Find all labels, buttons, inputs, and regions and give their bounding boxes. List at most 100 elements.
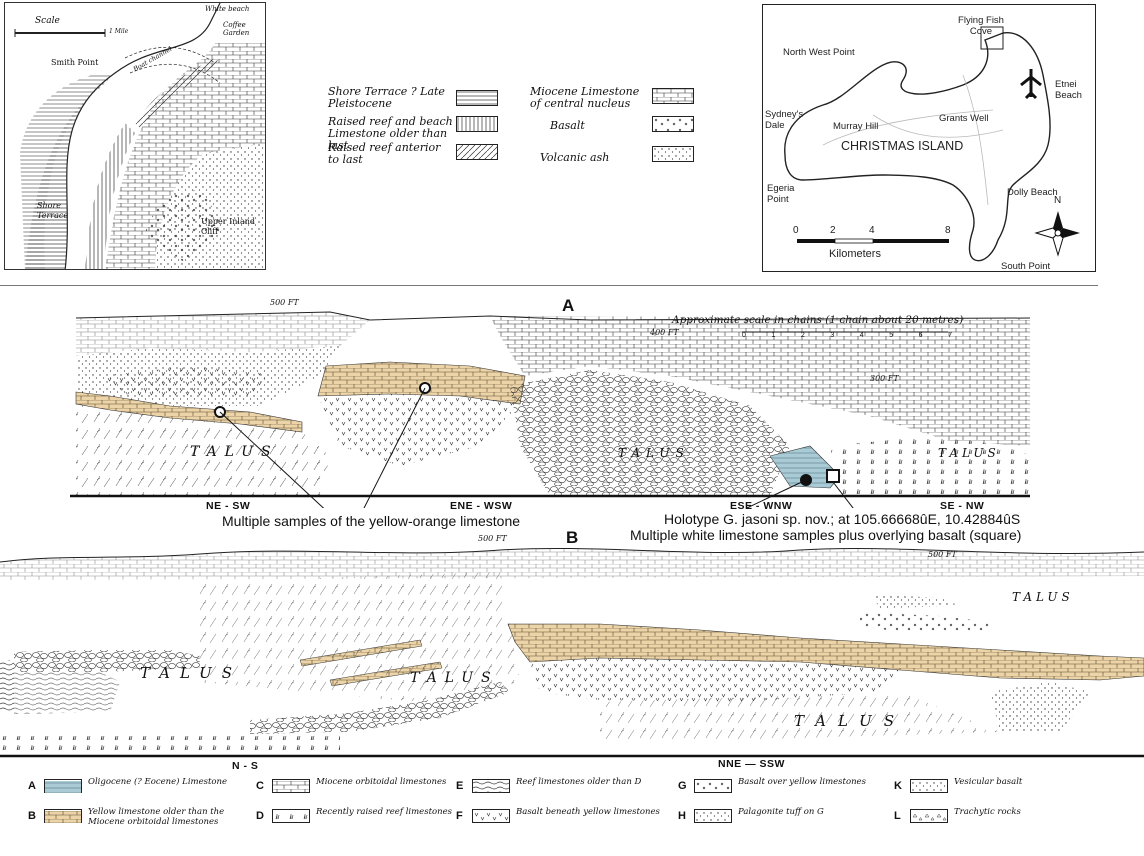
direction-label: NE - SW [206, 500, 251, 512]
height-300ft: 300 FT [870, 374, 899, 383]
talus-label: TALUS [1012, 590, 1074, 604]
legend-item-label: Shore Terrace ? Late Pleistocene [328, 85, 445, 110]
legend-swatch [44, 779, 82, 793]
legend-text: Recently raised reef limestones [316, 807, 452, 817]
legend-swatch [910, 809, 948, 823]
place-etnei-beach: Etnei Beach [1055, 79, 1082, 101]
legend-letter: G [678, 780, 687, 792]
talus-label: TALUS [938, 446, 1000, 460]
direction-label: ENE - WSW [450, 500, 513, 512]
legend-text: Oligocene (? Eocene) Limestone [88, 777, 228, 787]
section-b-label: B [566, 528, 579, 547]
scale-tick: 4 [859, 332, 864, 339]
legend-letter: B [28, 810, 36, 822]
legend-swatch-miocene [652, 88, 694, 104]
scale-tick: 1 [771, 332, 776, 339]
legend-item-label: Raised reef anterior to last [328, 141, 441, 166]
legend-entry-l: L Trachytic rocks [894, 807, 1104, 828]
island-outline [784, 26, 1080, 262]
legend-swatch [44, 809, 82, 823]
legend-letter: L [894, 810, 901, 822]
legend-entry-k: K Vesicular basalt [894, 777, 1104, 798]
map-left-coffee-garden: Coffee Garden [223, 21, 250, 37]
height-500ft: 500 FT [478, 534, 507, 543]
talus-label: TALUS [618, 446, 690, 460]
legend-text: Basalt beneath yellow limestones [516, 807, 660, 817]
scale-tick: 7 [948, 332, 952, 339]
map-left-upper-inland-cliff: Upper Inland Cliff [201, 217, 255, 236]
legend-entry-b: B Yellow limestone older than the Miocen… [28, 807, 258, 828]
legend-item-label: Volcanic ash [540, 151, 610, 164]
north-label: N [1054, 195, 1062, 206]
legend-letter: C [256, 780, 264, 792]
airport-icon [1020, 69, 1042, 100]
place-north-west-point: North West Point [783, 47, 855, 58]
legend-swatch [910, 779, 948, 793]
talus-label: TALUS [140, 664, 243, 682]
legend-swatch-volcanic-ash [652, 146, 694, 162]
place-egeria-point: Egeria Point [767, 183, 795, 205]
place-flying-fish-cove: Flying Fish Cove [958, 15, 1004, 37]
legend-swatch-basalt [652, 116, 694, 132]
legend-swatch [694, 809, 732, 823]
scale-unit: Kilometers [829, 248, 881, 260]
height-500ft: 500 FT [928, 550, 957, 559]
place-dolly-beach: Dolly Beach [1007, 187, 1058, 198]
place-grants-well: Grants Well [939, 113, 989, 124]
talus-label: TALUS [190, 444, 279, 460]
map-left-white-beach: White beach [205, 5, 250, 13]
map-left-drawing [14, 3, 265, 269]
legend-entry-e: E Reef limestones older than D [456, 777, 676, 798]
legend-letter: K [894, 780, 902, 792]
direction-label: NNE — SSW [718, 758, 785, 770]
direction-label: N - S [232, 760, 259, 772]
compass-icon [1034, 211, 1080, 257]
legend-entry-c: C Miocene orbitoidal limestones [256, 777, 476, 798]
legend-text: Yellow limestone older than the Miocene … [88, 807, 225, 827]
legend-top: Shore Terrace ? Late Pleistocene Raised … [318, 80, 738, 180]
scale-tick: 3 [830, 332, 835, 339]
scale-tick: 0 [793, 225, 799, 236]
caption-holotype: Holotype G. jasoni sp. nov.; at 105.6666… [664, 511, 1021, 527]
scale-tick: 5 [889, 332, 894, 339]
legend-letter: E [456, 780, 464, 792]
section-a-drawing [70, 311, 1031, 531]
section-a-scale-text: Approximate scale in chains (1 chain abo… [672, 314, 964, 326]
legend-entry-a: A Oligocene (? Eocene) Limestone [28, 777, 258, 798]
map-left-mile-label: 1 Mile [109, 28, 129, 35]
legend-letter: D [256, 810, 264, 822]
legend-letter: H [678, 810, 686, 822]
legend-entry-g: G Basalt over yellow limestones [678, 777, 898, 798]
direction-label: SE - NW [940, 500, 985, 512]
legend-entry-h: H Palagonite tuff on G [678, 807, 898, 828]
talus-label: TALUS [410, 670, 499, 686]
legend-text: Trachytic rocks [954, 807, 1021, 817]
scale-tick: 2 [800, 332, 805, 339]
legend-letter: F [456, 810, 463, 822]
map-flying-fish-cove-area: Scale 1 Mile Smith Point White beach Cof… [4, 2, 266, 270]
caption-yellow-limestone: Multiple samples of the yellow-orange li… [222, 513, 521, 529]
place-south-point: South Point [1001, 261, 1051, 272]
legend-swatch [472, 809, 510, 823]
legend-swatch [694, 779, 732, 793]
legend-item-label: Basalt [550, 119, 585, 132]
place-sydneys-dale: Sydney's Dale [765, 109, 804, 131]
map-christmas-island: Flying Fish Cove North West Point Etnei … [762, 4, 1096, 272]
cross-section-b: B 500 FT 500 FT TALUS TALUS TALUS TALUS [0, 528, 1144, 768]
scale-tick: 0 [742, 332, 746, 339]
section-a-scale-ticks: 0 1 2 3 4 5 6 7 [742, 332, 952, 339]
talus-label: TALUS [794, 712, 907, 730]
scale-tick: 2 [830, 225, 836, 236]
basalt-sample-marker [826, 469, 840, 483]
legend-swatch-shore-terrace [456, 90, 498, 106]
legend-text: Basalt over yellow limestones [738, 777, 866, 787]
legend-text: Vesicular basalt [954, 777, 1023, 787]
legend-swatch-raised-reef-anterior [456, 144, 498, 160]
legend-item-label: Miocene Limestone of central nucleus [530, 85, 640, 110]
divider-line [0, 285, 1098, 286]
legend-entry-f: F Basalt beneath yellow limestones [456, 807, 676, 828]
legend-swatch [472, 779, 510, 793]
map-left-scale-label: Scale [35, 16, 60, 26]
caption-white-limestone: Multiple white limestone samples plus ov… [630, 527, 1022, 543]
scale-tick: 4 [869, 225, 875, 236]
